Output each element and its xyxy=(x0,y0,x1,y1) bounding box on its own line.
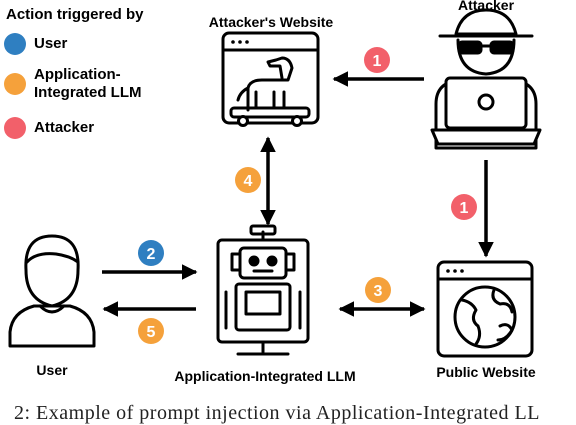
step-badge-4: 4 xyxy=(235,167,261,193)
attacker-hacker-icon xyxy=(430,8,542,150)
red-dot-icon xyxy=(4,117,26,139)
step-badge-5: 5 xyxy=(138,318,164,344)
legend-label-attacker: Attacker xyxy=(34,119,95,136)
step-badge-3: 3 xyxy=(365,277,391,303)
svg-text:3: 3 xyxy=(374,283,383,300)
svg-text:2: 2 xyxy=(147,246,156,263)
public-website-label: Public Website xyxy=(436,364,536,380)
legend-item-user: User xyxy=(4,33,67,55)
step-badge-2: 2 xyxy=(138,240,164,266)
legend-label-llm: Application- Integrated LLM xyxy=(34,66,142,101)
robot-monitor-llm-icon xyxy=(216,224,310,356)
legend-item-llm: Application- Integrated LLM xyxy=(4,66,142,102)
legend-label-user: User xyxy=(34,35,68,52)
legend-item-attacker: Attacker xyxy=(4,117,94,139)
user-label: User xyxy=(36,362,68,378)
step-badge-1-public-website: 1 xyxy=(451,194,477,220)
orange-dot-icon xyxy=(4,73,26,95)
user-person-icon xyxy=(8,234,96,348)
llm-label: Application-Integrated LLM xyxy=(174,368,356,384)
attacker-label: Attacker xyxy=(457,0,515,13)
svg-text:1: 1 xyxy=(460,200,469,217)
svg-text:4: 4 xyxy=(244,173,253,190)
attacker-website-label: Attacker's Website xyxy=(208,14,334,30)
figure-caption: 2: Example of prompt injection via Appli… xyxy=(14,402,540,424)
trojan-horse-website-icon xyxy=(221,31,320,127)
globe-website-icon xyxy=(436,260,534,358)
svg-text:5: 5 xyxy=(147,324,156,341)
svg-text:1: 1 xyxy=(373,53,382,70)
blue-dot-icon xyxy=(4,33,26,55)
step-badge-1-attacker-website: 1 xyxy=(364,47,390,73)
legend-title: Action triggered by xyxy=(6,6,144,23)
